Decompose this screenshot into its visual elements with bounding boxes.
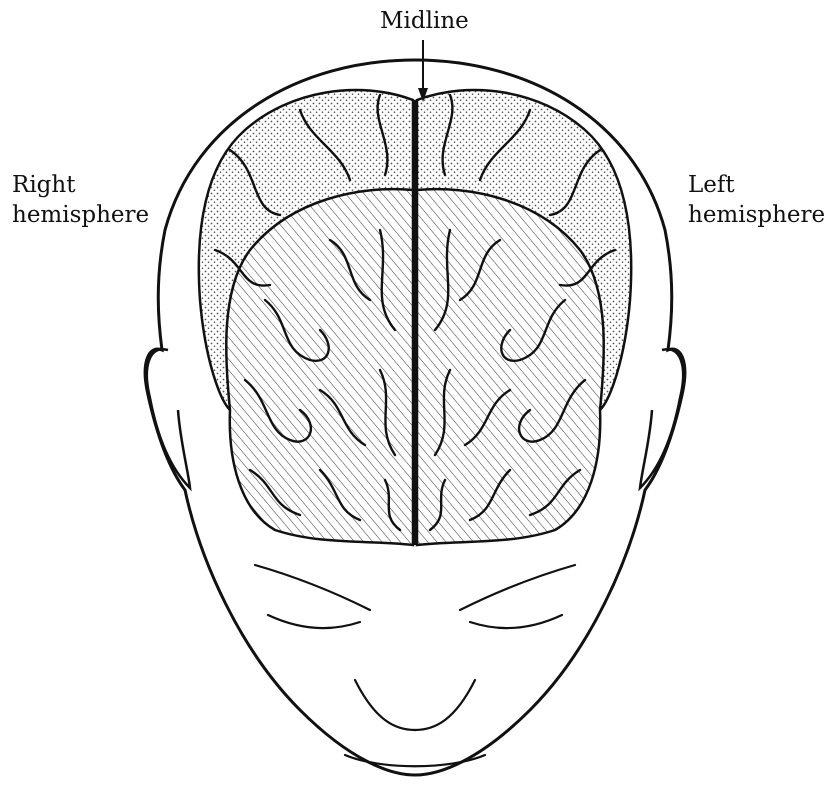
right-hemisphere-label-line1: Right <box>12 170 149 200</box>
midline-label: Midline <box>380 6 469 36</box>
right-hemisphere-label-line2: hemisphere <box>12 200 149 230</box>
left-hemisphere-label-line1: Left <box>688 170 825 200</box>
right-hemisphere-label: Right hemisphere <box>12 170 149 230</box>
left-hemisphere-label-line2: hemisphere <box>688 200 825 230</box>
left-hemisphere-label: Left hemisphere <box>688 170 825 230</box>
